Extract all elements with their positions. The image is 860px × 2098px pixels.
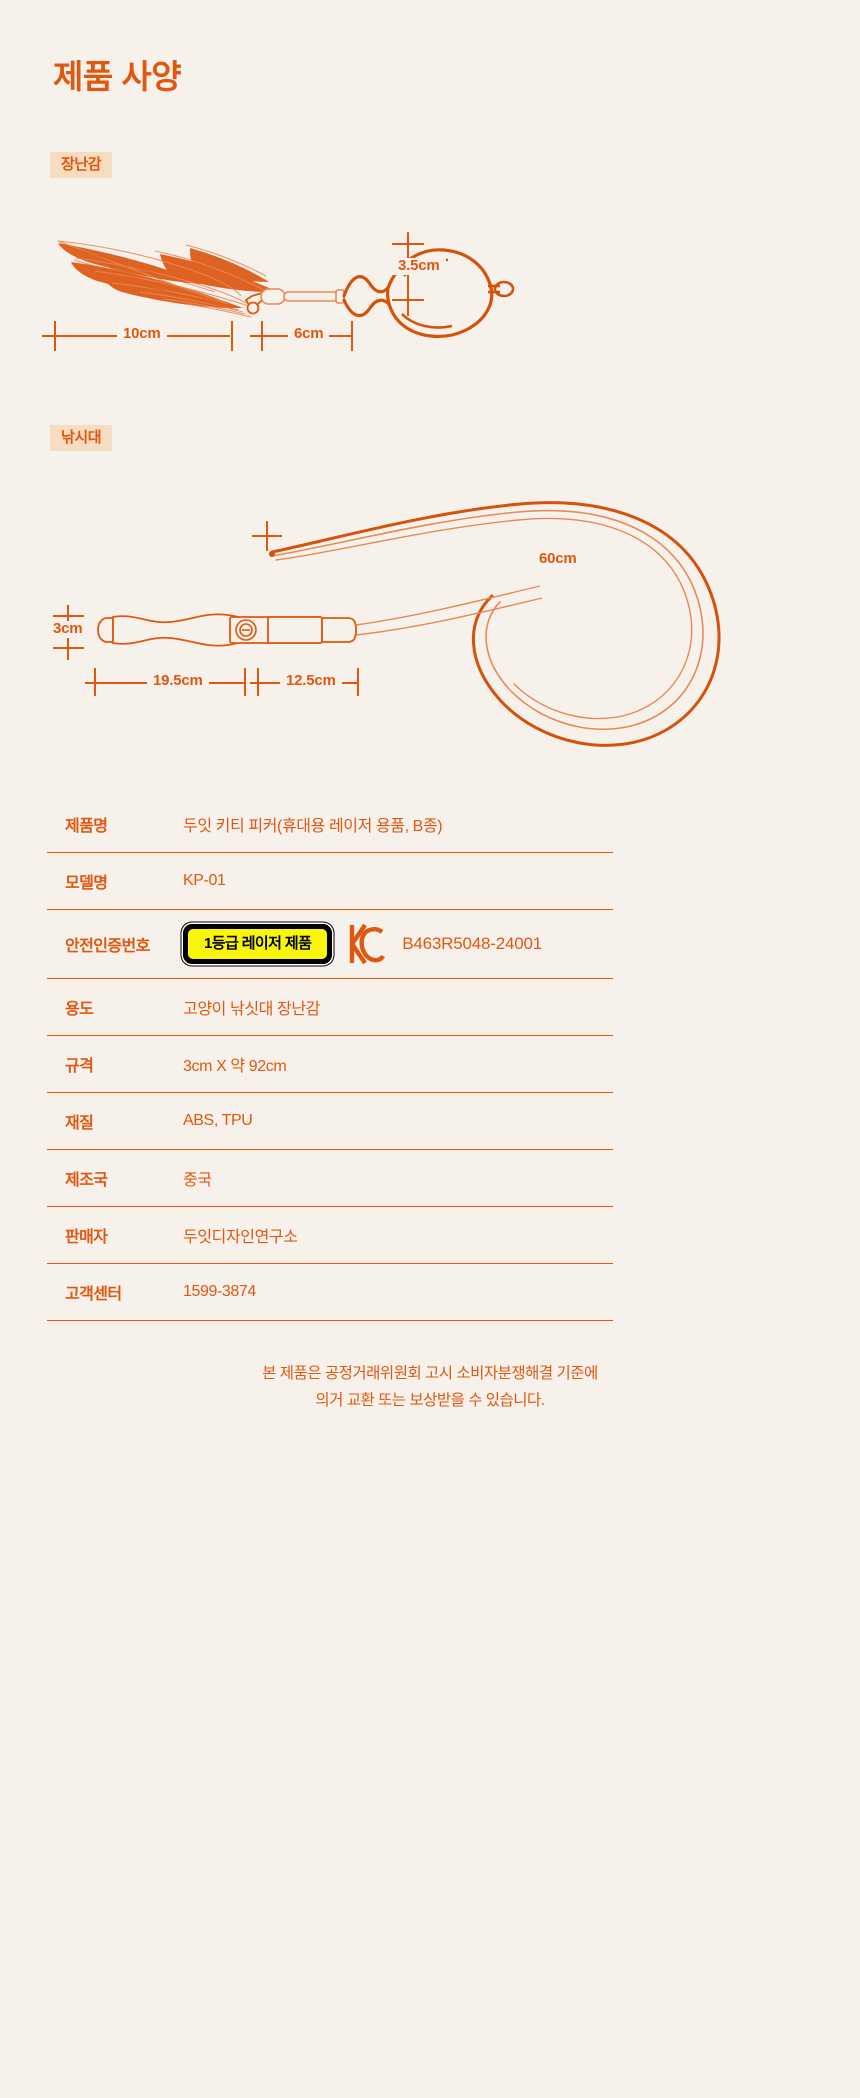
dimension-label-rod-handle: 19.5cm: [147, 672, 209, 690]
table-row: 제조국 중국: [47, 1150, 613, 1207]
spec-value-model-name: KP-01: [183, 872, 226, 889]
table-row: 판매자 두잇디자인연구소: [47, 1207, 613, 1264]
spec-value-product-name: 두잇 키티 피커(휴대용 레이저 용품, B종): [183, 818, 443, 835]
footer-notice-line-2: 의거 교환 또는 보상받을 수 있습니다.: [315, 1392, 545, 1410]
spec-label-material: 재질: [65, 1115, 94, 1132]
spec-label-product-name: 제품명: [65, 818, 108, 835]
dimension-label-toy-height: 3.5cm: [392, 257, 446, 275]
spec-label-size: 규격: [65, 1058, 94, 1075]
table-row: 재질 ABS, TPU: [47, 1093, 613, 1150]
table-row: 제품명 두잇 키티 피커(휴대용 레이저 용품, B종): [47, 796, 613, 853]
section-badge-toy: 장난감: [50, 152, 113, 178]
toy-illustration: [42, 232, 515, 351]
spec-value-country: 중국: [183, 1172, 212, 1189]
spec-label-usage: 용도: [65, 1001, 94, 1018]
dimension-label-toy-head-width: 6cm: [288, 325, 330, 343]
certification-number: B463R5048-24001: [402, 934, 543, 953]
spec-label-certification: 안전인증번호: [65, 938, 150, 955]
table-row: 규격 3cm X 약 92cm: [47, 1036, 613, 1093]
kc-mark-icon: [348, 922, 386, 966]
laser-class-badge: 1등급 레이저 제품: [183, 924, 333, 964]
footer-notice: 본 제품은 공정거래위원회 고시 소비자분쟁해결 기준에 의거 교환 또는 보상…: [0, 1360, 860, 1414]
spec-value-certification: 1등급 레이저 제품 B463R5048-24001: [183, 910, 613, 979]
spec-value-size: 3cm X 약 92cm: [183, 1058, 287, 1075]
footer-notice-line-1: 본 제품은 공정거래위원회 고시 소비자분쟁해결 기준에: [262, 1365, 598, 1382]
spec-label-seller: 판매자: [65, 1229, 108, 1246]
spec-label-country: 제조국: [65, 1172, 108, 1189]
spec-value-seller: 두잇디자인연구소: [183, 1229, 298, 1246]
spec-value-material: ABS, TPU: [183, 1112, 253, 1129]
spec-label-model-name: 모델명: [65, 875, 108, 892]
laser-class-badge-label: 1등급 레이저 제품: [188, 929, 328, 959]
dimension-label-toy-width: 10cm: [117, 325, 167, 343]
dimension-label-rod-shaft: 12.5cm: [280, 672, 342, 690]
spec-value-customer-center: 1599-3874: [183, 1283, 256, 1300]
dimension-label-rod-curve-length: 60cm: [533, 550, 583, 568]
specification-table: 제품명 두잇 키티 피커(휴대용 레이저 용품, B종) 모델명 KP-01 안…: [47, 795, 613, 1321]
rod-illustration: [53, 501, 721, 747]
page-title: 제품 사양: [53, 58, 182, 95]
section-badge-rod: 낚시대: [50, 425, 113, 451]
dimension-label-rod-height: 3cm: [47, 620, 89, 638]
spec-label-customer-center: 고객센터: [65, 1286, 122, 1303]
certification-cell: 1등급 레이저 제품 B463R5048-24001: [183, 922, 613, 966]
table-row: 모델명 KP-01: [47, 853, 613, 910]
spec-value-usage: 고양이 낚싯대 장난감: [183, 1001, 320, 1018]
table-row: 용도 고양이 낚싯대 장난감: [47, 979, 613, 1036]
table-row: 고객센터 1599-3874: [47, 1264, 613, 1321]
table-row: 안전인증번호 1등급 레이저 제품: [47, 910, 613, 979]
